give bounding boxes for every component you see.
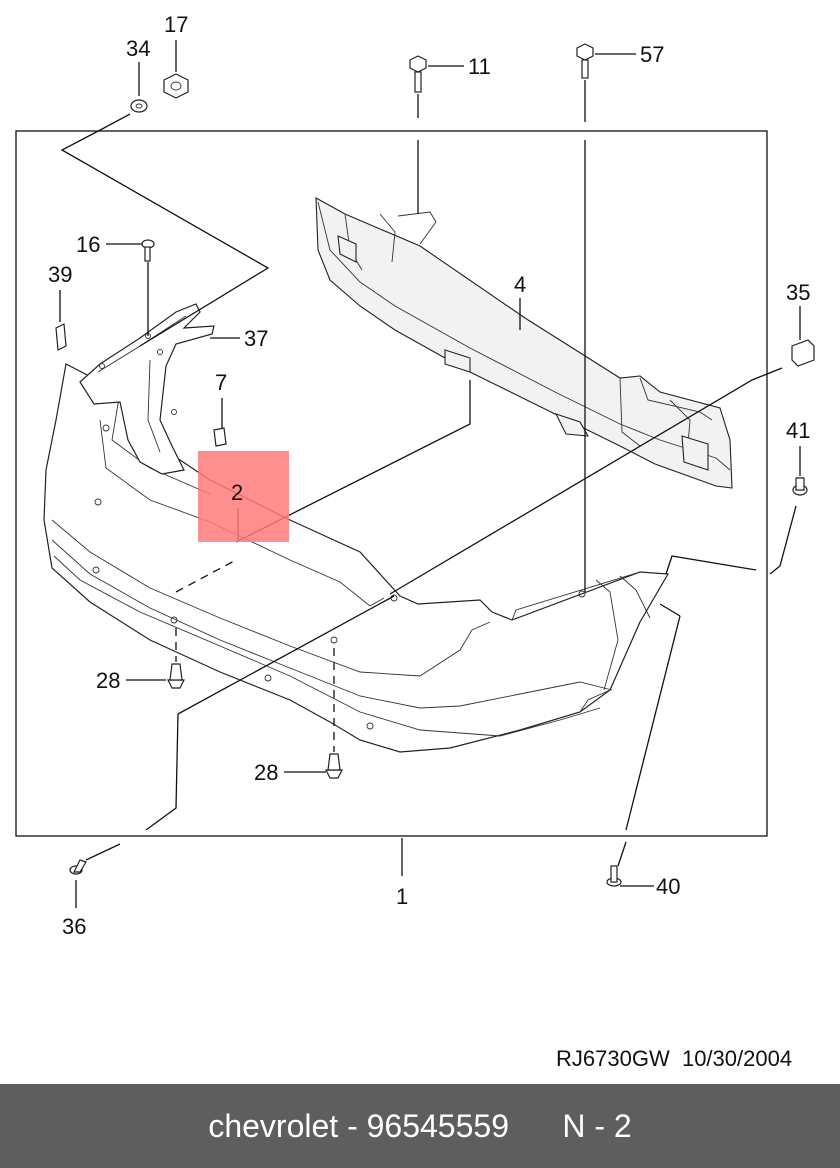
nut-35 xyxy=(791,339,815,367)
footer-bar: chevrolet - 96545559 N - 2 xyxy=(0,1084,840,1168)
callout-36: 36 xyxy=(62,914,86,939)
highlight-box xyxy=(198,451,289,542)
callout-11: 11 xyxy=(468,54,491,79)
screw-16 xyxy=(141,239,155,262)
rivet-41 xyxy=(792,477,808,496)
footer-separator: - xyxy=(338,1107,367,1144)
washer-34 xyxy=(130,99,148,113)
footer-brand: chevrolet xyxy=(208,1107,339,1144)
footer-part-number: 96545559 xyxy=(366,1107,509,1144)
rear-bumper-beam xyxy=(315,197,733,489)
push-clip-28b xyxy=(325,753,343,779)
clip-39 xyxy=(55,323,67,351)
nut-17 xyxy=(163,73,189,99)
drawing-date: 10/30/2004 xyxy=(681,1046,793,1071)
bumper-exploded-diagram: 34 17 11 57 16 39 4 35 37 7 41 2 28 28 3… xyxy=(15,12,815,939)
callout-28-center: 28 xyxy=(254,760,278,785)
callout-4: 4 xyxy=(514,272,526,297)
callout-7: 7 xyxy=(215,370,227,395)
assembly-frame xyxy=(15,130,768,837)
callout-41: 41 xyxy=(786,418,810,443)
leader-lines xyxy=(59,40,801,908)
callout-39: 39 xyxy=(48,262,72,287)
callout-28-left: 28 xyxy=(96,668,120,693)
callout-57: 57 xyxy=(640,42,664,67)
callout-2: 2 xyxy=(231,480,243,505)
drawing-code: RJ6730GW xyxy=(556,1046,670,1071)
callout-17: 17 xyxy=(164,12,188,37)
callout-35: 35 xyxy=(786,280,810,305)
callout-1: 1 xyxy=(396,884,408,909)
footer-gap xyxy=(509,1108,562,1145)
rear-bumper-fascia xyxy=(43,363,670,753)
clip-7 xyxy=(213,427,227,447)
footer-position: N - 2 xyxy=(562,1107,632,1144)
callout-34: 34 xyxy=(126,36,150,61)
drawing-reference: RJ6730GW 10/30/2004 xyxy=(556,1046,792,1072)
screw-40 xyxy=(606,865,622,887)
screw-36 xyxy=(69,859,87,875)
callout-37: 37 xyxy=(244,326,268,351)
callout-40: 40 xyxy=(656,874,680,899)
push-clip-28a xyxy=(167,663,185,689)
bolt-11 xyxy=(409,55,427,93)
bolt-57 xyxy=(576,43,594,79)
callout-16: 16 xyxy=(76,232,100,257)
